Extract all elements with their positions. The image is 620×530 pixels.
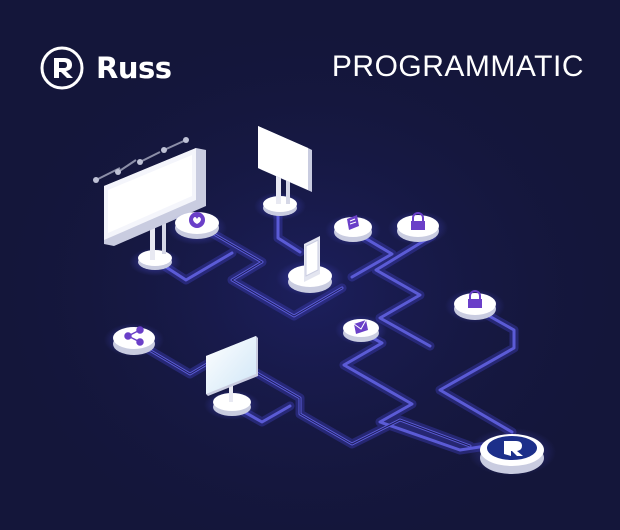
share-node [104,323,164,357]
lock-node-right [445,289,505,323]
headline-title: PROGRAMMATIC [331,50,584,83]
small-billboard [254,126,312,220]
screen-billboard [204,336,260,420]
document-node [325,214,381,246]
digital-display-icon [304,236,320,282]
envelope-node [335,315,387,345]
digital-display [276,236,344,296]
document-icon [347,215,359,230]
lock-icon [411,212,425,230]
lock-icon [468,290,482,308]
russ-hub-node [468,428,556,476]
large-billboard [93,137,206,276]
brand-name: Russ [96,51,172,85]
share-icon [124,326,144,346]
russ-r-logo-icon [40,46,84,90]
heart-badge-node [167,211,227,245]
lock-node-top [388,211,448,245]
brand-logo: Russ [40,46,172,90]
heart-badge-icon [189,212,205,228]
envelope-icon [353,319,368,334]
russ-hub-icon [504,441,523,456]
